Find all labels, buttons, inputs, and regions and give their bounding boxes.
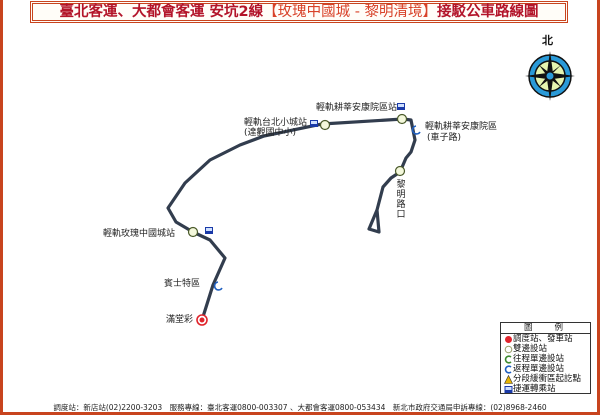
stop-label-benz-district: 賓士特區 — [164, 279, 201, 289]
warning-triangle-icon — [503, 374, 513, 384]
title-suffix: 接駁公車路線圖 — [437, 4, 539, 20]
terminal-dot-icon — [199, 317, 205, 323]
transfer-icon — [310, 120, 318, 127]
legend-item-transfer: 捷運轉乘站 — [501, 384, 590, 394]
stop-label-cardinal-tien: 輕軌耕莘安康院區 — [425, 122, 498, 132]
legend-label: 往程單邊設站 — [513, 354, 565, 364]
legend-item-fare-section: 分段緩衝區起訖點 — [501, 374, 590, 384]
stop-label-liming-road: 黎明路口 — [396, 180, 406, 220]
route-line — [166, 117, 417, 322]
legend-item-outbound: 往程單邊設站 — [501, 354, 590, 364]
legend-label: 分段緩衝區起訖點 — [513, 374, 582, 384]
legend-item-return: 返程單邊設站 — [501, 364, 590, 374]
legend-label: 調度站、發車站 — [513, 334, 573, 344]
transfer-icon — [397, 103, 405, 110]
transfer-icon — [205, 227, 213, 234]
legend-label: 捷運轉乘站 — [513, 384, 556, 394]
stop-label-terminal: 滿堂彩 — [166, 315, 194, 325]
stop-label-taipei-town: 輕軌台北小城站 — [244, 118, 308, 128]
outbound-stop-icon — [503, 354, 513, 364]
transfer-icon — [503, 384, 513, 394]
stop-marker-cardinal-tien-station[interactable] — [396, 113, 408, 125]
stop-sublabel-cardinal-tien: (車子路) — [427, 133, 462, 143]
return-stop-icon — [503, 364, 513, 374]
stop-sublabel-taipei-town: (達觀國中小) — [244, 128, 297, 138]
legend-label: 雙邊設站 — [513, 344, 548, 354]
stop-label-cardinal-tien-station: 輕軌耕莘安康院區站 — [316, 103, 398, 113]
stop-marker-rose-china-town[interactable] — [187, 226, 199, 238]
legend-title: 圖例 — [501, 323, 590, 334]
legend-label: 返程單邊設站 — [513, 364, 565, 374]
compass-icon — [525, 51, 575, 101]
legend-title-left: 圖 — [523, 323, 555, 333]
legend-item-both-way: 雙邊設站 — [501, 344, 590, 354]
return-only-icon — [411, 125, 421, 135]
stop-label-rose-china-town: 輕軌玫瑰中國城站 — [103, 229, 176, 239]
legend-item-terminal: 調度站、發車站 — [501, 334, 590, 344]
title-highlight: 【玫瑰中國城 - 黎明清境】 — [263, 4, 438, 20]
both-way-stop-icon — [503, 344, 513, 354]
legend-title-right: 例 — [554, 323, 586, 333]
stop-marker-liming-road[interactable] — [394, 165, 406, 177]
terminal-icon — [503, 334, 513, 344]
compass-rose: 北 — [520, 32, 580, 104]
footer-contact-info: 調度站：新店站(02)2200-3203 服務專線：臺北客運0800-00330… — [53, 403, 547, 412]
north-label: 北 — [542, 34, 553, 47]
stop-marker-taipei-town[interactable] — [319, 119, 331, 131]
legend: 圖例 調度站、發車站 雙邊設站 往程單邊設站 返程單邊設站 分段緩衝區起訖點 捷… — [500, 322, 591, 394]
title-prefix: 臺北客運、大都會客運 安坑2線 — [59, 4, 264, 20]
return-only-icon — [213, 281, 223, 291]
page-title: 臺北客運、大都會客運 安坑2線【玫瑰中國城 - 黎明清境】接駁公車路線圖 — [30, 1, 568, 23]
